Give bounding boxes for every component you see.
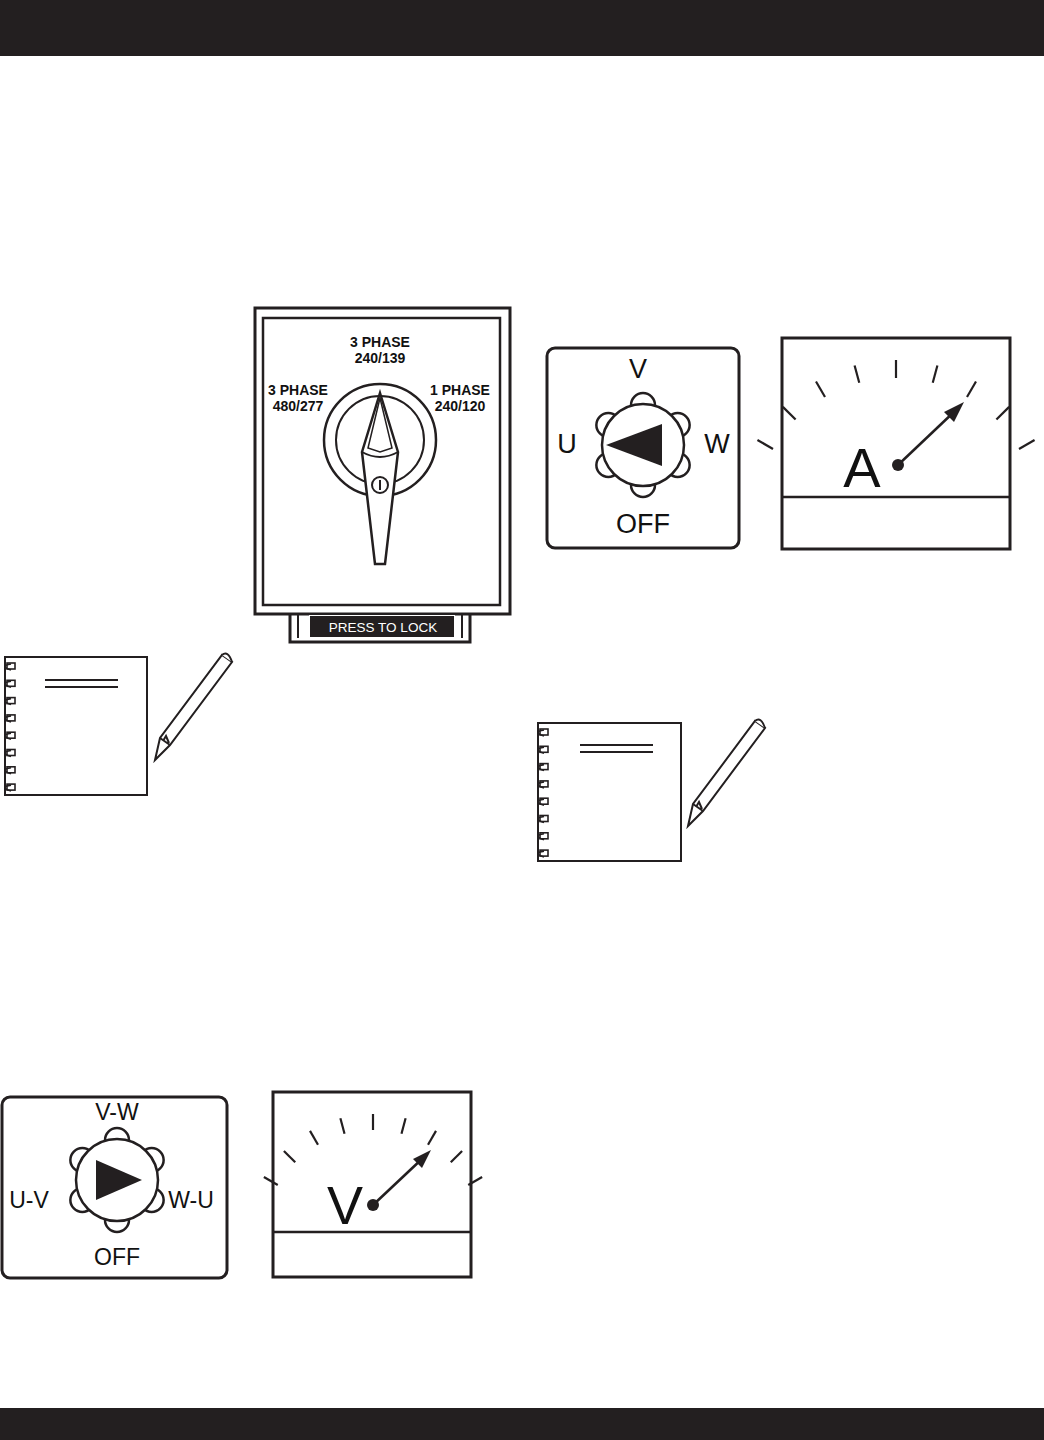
pencil-icon <box>688 720 765 826</box>
pointer-arrow <box>96 1160 142 1200</box>
node-label: 3 PHASE 480/277 <box>258 382 338 414</box>
ammeter-switch-box <box>547 348 739 548</box>
spiral-ring <box>5 733 11 739</box>
scale-tick <box>372 1114 374 1130</box>
ammeter: A <box>782 338 1010 549</box>
voltmeter-switch-box <box>2 1097 227 1278</box>
pencil-icon <box>155 654 232 760</box>
needle-pivot <box>892 459 904 471</box>
node-label: W <box>704 429 729 460</box>
scale-tick <box>757 440 773 449</box>
meter-divider <box>782 496 1010 499</box>
selector-gear <box>596 393 689 497</box>
spiral-ring <box>538 817 544 823</box>
needle-head <box>944 402 964 422</box>
node-label: 3 PHASE 240/139 <box>340 334 420 366</box>
spiral-ring <box>538 799 544 805</box>
node-label: PRESS TO LOCK <box>311 620 455 636</box>
scale-tick <box>340 1118 344 1133</box>
meter-divider <box>273 1231 471 1234</box>
scale-tick <box>933 365 938 382</box>
meter-scale <box>264 1114 482 1185</box>
spiral-ring <box>5 751 11 757</box>
spiral-ring <box>538 834 544 840</box>
voltmeter-selector: V-W U-V W-U OFF <box>2 1097 227 1278</box>
pointer-arrow <box>606 424 662 466</box>
gear-body <box>76 1139 158 1221</box>
voltmeter-box <box>273 1092 471 1277</box>
spiral-ring <box>538 730 544 736</box>
scale-tick <box>816 381 825 397</box>
node-label: OFF <box>94 1244 140 1270</box>
top-bar <box>0 0 1044 56</box>
spiral-ring <box>538 765 544 771</box>
spiral-ring <box>538 782 544 788</box>
spiral-ring <box>5 716 11 722</box>
node-label: A <box>843 436 880 500</box>
spiral-ring <box>5 699 11 705</box>
selector-switch <box>255 308 510 642</box>
node-label: U <box>557 429 577 460</box>
node-label: W-U <box>168 1187 214 1213</box>
scale-tick <box>468 1177 482 1185</box>
spiral-ring <box>538 851 544 857</box>
meter-needle <box>898 410 956 465</box>
scale-tick <box>428 1131 436 1145</box>
scale-tick <box>310 1131 318 1145</box>
node-label: V <box>327 1174 363 1236</box>
ammeter-selector: V U W OFF <box>547 348 739 548</box>
meter-needle <box>373 1157 424 1205</box>
needle-head <box>413 1150 431 1168</box>
selector-gear <box>70 1128 163 1232</box>
spiral-ring <box>538 747 544 753</box>
press-to-lock-tab: PRESS TO LOCK <box>309 615 455 638</box>
node-label: 1 PHASE 240/120 <box>420 382 500 414</box>
notebook-icon <box>538 723 681 861</box>
scale-tick <box>996 407 1009 420</box>
notebook-icon <box>5 657 147 795</box>
bottom-bar <box>0 1408 1044 1440</box>
scale-tick <box>967 381 976 397</box>
scale-tick <box>284 1151 295 1162</box>
scale-tick <box>1019 440 1035 449</box>
scale-tick <box>264 1177 278 1185</box>
voltmeter: V <box>273 1092 471 1277</box>
node-label: OFF <box>616 509 670 540</box>
gear-body <box>602 404 684 486</box>
scale-tick <box>855 365 860 382</box>
spiral-ring <box>5 664 11 670</box>
node-label: V-W <box>95 1099 138 1125</box>
scale-tick <box>401 1118 405 1133</box>
spiral-ring <box>5 768 11 774</box>
node-label: U-V <box>9 1187 49 1213</box>
ammeter-box <box>782 338 1010 549</box>
meter-scale <box>757 360 1034 449</box>
scale-tick <box>783 407 796 420</box>
spiral-ring <box>5 681 11 687</box>
scale-tick <box>895 360 897 378</box>
scale-tick <box>451 1151 462 1162</box>
selector-switch-panel: 3 PHASE 240/1393 PHASE 480/277 1 PHASE 24… <box>255 308 510 614</box>
needle-pivot <box>367 1199 379 1211</box>
spiral-ring <box>5 785 11 791</box>
node-label: V <box>629 354 647 385</box>
